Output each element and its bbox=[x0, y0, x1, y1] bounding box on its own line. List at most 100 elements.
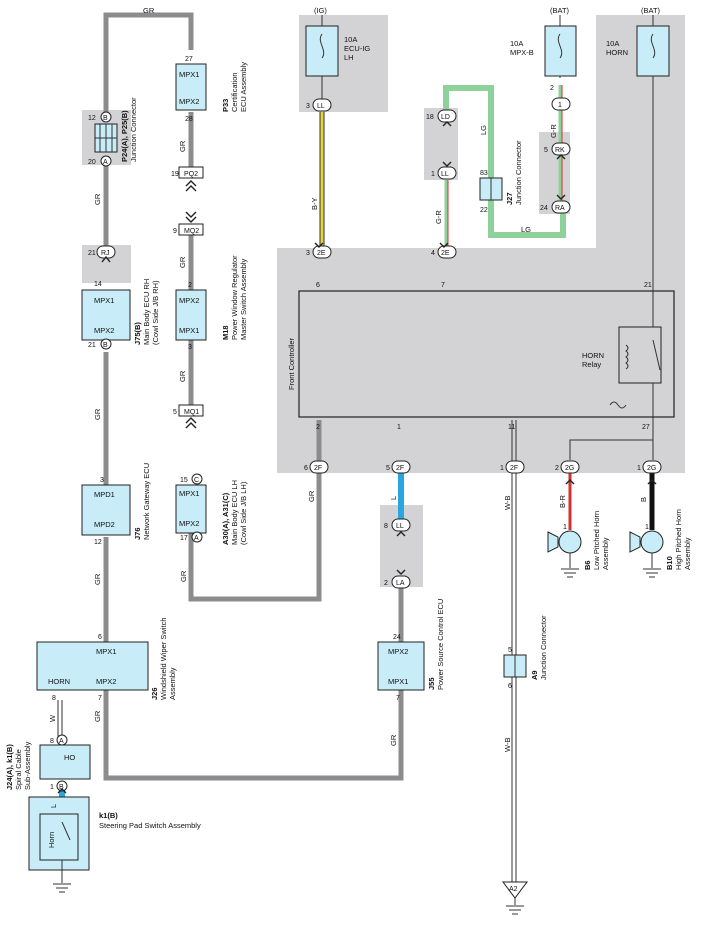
p33-box bbox=[175, 63, 207, 111]
gr-label-8: GR bbox=[307, 490, 316, 502]
a9-code: A9 bbox=[530, 670, 539, 680]
b10-code: B10 bbox=[665, 556, 674, 570]
2f-pin-1: 1 bbox=[500, 465, 504, 472]
m18-name2: Master Switch Assembly bbox=[239, 258, 248, 340]
a30-box bbox=[175, 484, 207, 534]
m18-pin-bottom: 3 bbox=[188, 344, 192, 351]
k1-box bbox=[28, 796, 90, 871]
k1-switch-frame bbox=[39, 813, 79, 861]
gr-label-3: GR bbox=[178, 140, 187, 152]
bat1-label: (BAT) bbox=[550, 6, 570, 15]
j26-port1: MPX1 bbox=[96, 647, 116, 656]
p33-name1: Certification bbox=[230, 72, 239, 112]
ll3-pin: 8 bbox=[384, 523, 388, 530]
2e-a-label: 2E bbox=[317, 250, 326, 257]
gr-label-9: GR bbox=[93, 710, 102, 722]
2f-pin-6: 6 bbox=[304, 465, 308, 472]
p33-name2: ECU Assembly bbox=[239, 62, 248, 112]
ra-label: RA bbox=[555, 205, 565, 212]
front-pin-6: 6 bbox=[316, 282, 320, 289]
horn-split-wire bbox=[569, 383, 654, 460]
2g-label-a: 2G bbox=[565, 465, 574, 472]
mq1-label: MQ1 bbox=[184, 409, 199, 416]
gr-label-1: GR bbox=[93, 193, 102, 205]
high-horn-bell bbox=[629, 531, 641, 553]
br-label: B-R bbox=[558, 495, 567, 509]
k1-name: Steering Pad Switch Assembly bbox=[99, 821, 201, 830]
j76-port1: MPD1 bbox=[94, 490, 115, 499]
a30-port1: MPX1 bbox=[179, 489, 199, 498]
mpxb-fuse-name: MPX-B bbox=[510, 48, 534, 57]
p33-port1: MPX1 bbox=[179, 70, 199, 79]
j75-name1: Main Body ECU RH bbox=[142, 279, 151, 345]
gr-wire-j26-j55 bbox=[103, 690, 404, 781]
lg-label-1: LG bbox=[479, 125, 488, 135]
a30-name1: Main Body ECU LH bbox=[230, 480, 239, 545]
gr-label-10: GR bbox=[389, 734, 398, 746]
j75-pin-top: 14 bbox=[94, 281, 102, 288]
a2-label: A2 bbox=[509, 886, 518, 893]
la-pin: 2 bbox=[384, 580, 388, 587]
horn-relay-label1: HORN bbox=[582, 351, 604, 360]
horn-relay-contact bbox=[652, 339, 661, 371]
front-pin-27: 27 bbox=[642, 424, 650, 431]
la-label: LA bbox=[396, 580, 405, 587]
j24-code: J24(A), k1(B) bbox=[5, 744, 14, 790]
j24-box bbox=[39, 744, 91, 780]
j27-code: J27 bbox=[505, 192, 514, 205]
ground-k1 bbox=[53, 883, 71, 893]
b10-name1: High Pitched Horn bbox=[674, 509, 683, 570]
j24-label-top: A bbox=[59, 738, 64, 745]
j24-label-bottom: B bbox=[59, 784, 64, 791]
a30-code: A30(A), A31(C) bbox=[221, 492, 230, 545]
gr-wire-a30-front bbox=[188, 473, 322, 602]
b6-name1: Low Pitched Horn bbox=[592, 511, 601, 570]
j55-box bbox=[377, 641, 425, 691]
gr-label-7: GR bbox=[179, 570, 188, 582]
j24-pin-top: 8 bbox=[50, 738, 54, 745]
m18-code: M18 bbox=[221, 325, 230, 340]
bat-conn-label: 1 bbox=[558, 102, 562, 109]
a9-pin-bottom: 6 bbox=[508, 683, 512, 690]
l-label: L bbox=[389, 496, 398, 500]
p24-pin-bottom: 20 bbox=[88, 159, 96, 166]
j26-name1: Windshield Wiper Switch bbox=[159, 617, 168, 700]
p33-port2: MPX2 bbox=[179, 97, 199, 106]
2f-pin-5: 5 bbox=[386, 465, 390, 472]
front-pin-1: 1 bbox=[397, 424, 401, 431]
ecu-fuse-name2: LH bbox=[344, 53, 354, 62]
gr-green-label: G-R bbox=[434, 210, 443, 224]
gr-top-label: GR bbox=[143, 6, 155, 15]
2g-pin-2: 2 bbox=[555, 465, 559, 472]
j26-box bbox=[36, 641, 149, 691]
k1-switch-blade bbox=[61, 821, 71, 841]
p24-code: P24(A), P25(B) bbox=[120, 110, 129, 162]
2g-pin-1: 1 bbox=[637, 465, 641, 472]
a30-label-top: C bbox=[194, 477, 199, 484]
j76-pin-bottom: 12 bbox=[94, 539, 102, 546]
j26-pin-horn: 8 bbox=[52, 695, 56, 702]
j26-pin-top: 6 bbox=[98, 634, 102, 641]
2f-label-a: 2F bbox=[314, 465, 322, 472]
p24-pin-top: 12 bbox=[88, 115, 96, 122]
p24-name: Junction Connector bbox=[129, 97, 138, 162]
ecu-ig-fuse bbox=[305, 25, 339, 77]
j27-pin-top: 83 bbox=[480, 170, 488, 177]
j75-name2: (Cowl Side J/B RH) bbox=[151, 280, 160, 345]
p24-label-bottom: A bbox=[103, 159, 108, 166]
m18-box bbox=[175, 289, 207, 341]
ll3-label: LL bbox=[396, 523, 404, 530]
m18-port1: MPX2 bbox=[179, 296, 199, 305]
j55-code: J55 bbox=[427, 677, 436, 690]
j55-pin-bottom: 7 bbox=[396, 695, 400, 702]
mpxb-fuse bbox=[544, 25, 577, 77]
horn-fuse-amp: 10A bbox=[606, 39, 619, 48]
a30-pin-bottom: 17 bbox=[180, 535, 188, 542]
j55-port1: MPX2 bbox=[388, 647, 408, 656]
a30-port2: MPX2 bbox=[179, 519, 199, 528]
front-pin-11: 11 bbox=[508, 424, 515, 431]
j26-name2: Assembly bbox=[168, 667, 177, 700]
ll2-pin: 1 bbox=[431, 171, 435, 178]
bat2-label: (BAT) bbox=[641, 6, 661, 15]
front-pin-2: 2 bbox=[316, 424, 320, 431]
